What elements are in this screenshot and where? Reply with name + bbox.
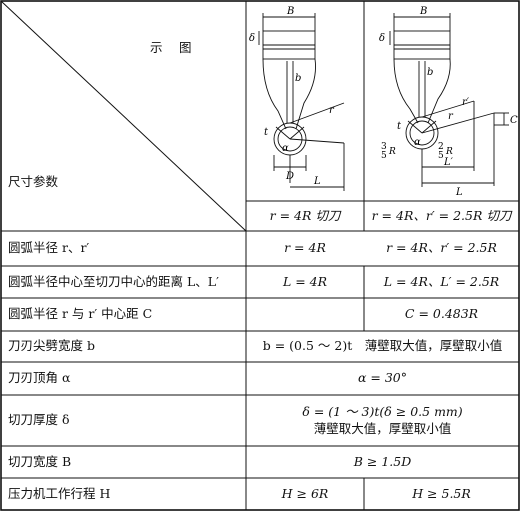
label-delta-2: δ bbox=[379, 33, 385, 44]
label-t: t bbox=[264, 127, 269, 138]
col2-title: r = 4R、r′ = 2.5R 切刀 bbox=[371, 207, 512, 223]
row-merged-value: δ = (1 ～ 3)t(δ ≥ 0.5 mm) 薄壁取大值，厚壁取小值 bbox=[246, 395, 519, 446]
label-B-2: B bbox=[419, 6, 427, 17]
label-three: 3 bbox=[381, 142, 387, 152]
cutter-diagram-2: B δ b r′ r t α C 3 5 R 2 5 R L′ L bbox=[379, 6, 518, 198]
row-col1-value bbox=[246, 298, 364, 331]
label-alpha: α bbox=[282, 143, 289, 154]
row-col2-value: r = 4R、r′ = 2.5R bbox=[386, 240, 497, 256]
label-two: 2 bbox=[438, 142, 444, 152]
row-col2-value: H ≥ 5.5R bbox=[412, 485, 471, 501]
label-b-2: b bbox=[427, 67, 433, 78]
label-b: b bbox=[295, 73, 301, 84]
label-R-right: R bbox=[445, 147, 453, 157]
label-R-left: R bbox=[388, 147, 396, 157]
row-merged-value: B ≥ 1.5D bbox=[353, 453, 412, 469]
header-diagonal bbox=[0, 0, 247, 232]
row-col2-value: C = 0.483R bbox=[404, 306, 479, 322]
label-D: D bbox=[285, 171, 294, 182]
label-r: r bbox=[329, 105, 335, 116]
row-param: 圆弧半径中心至切刀中心的距离 L、L′ bbox=[8, 273, 219, 289]
label-L-2: L bbox=[455, 187, 463, 198]
col1-title: r = 4R 切刀 bbox=[269, 207, 341, 223]
label-B: B bbox=[286, 6, 294, 17]
row-param: 圆弧半径 r、r′ bbox=[8, 240, 90, 256]
row-merged-value: α = 30° bbox=[357, 370, 408, 386]
row-col1-value: L = 4R bbox=[282, 273, 328, 289]
row-param: 切刀厚度 δ bbox=[8, 412, 70, 428]
label-L: L bbox=[313, 176, 321, 187]
label-delta: δ bbox=[249, 33, 255, 44]
row-col1-value: H ≥ 6R bbox=[281, 485, 329, 501]
diagram-header-label: 示 图 bbox=[150, 39, 194, 55]
cutter-diagram-1: B δ b r t α D L bbox=[249, 6, 345, 191]
row-param: 刀刃尖劈宽度 b bbox=[8, 338, 95, 354]
row-param: 刀刃顶角 α bbox=[8, 370, 71, 386]
label-r-prime: r′ bbox=[462, 97, 470, 108]
label-five-right: 5 bbox=[438, 151, 444, 161]
row-col2-value: L = 4R、L′ = 2.5R bbox=[383, 273, 500, 289]
row-param: 切刀宽度 B bbox=[8, 453, 72, 469]
merged-line-2: 薄壁取大值，厚壁取小值 bbox=[313, 420, 452, 436]
label-C: C bbox=[510, 115, 518, 126]
merged-line-1: δ = (1 ～ 3)t(δ ≥ 0.5 mm) bbox=[302, 403, 463, 419]
row-merged-value: b = (0.5 ～ 2)t 薄壁取大值，厚壁取小值 bbox=[262, 338, 503, 354]
label-t-2: t bbox=[397, 121, 402, 132]
label-L-prime: L′ bbox=[443, 157, 454, 168]
row-col1-value: r = 4R bbox=[284, 240, 326, 256]
label-alpha-2: α bbox=[414, 137, 421, 148]
param-header-label: 尺寸参数 bbox=[8, 173, 59, 189]
label-five: 5 bbox=[381, 151, 387, 161]
row-param: 压力机工作行程 H bbox=[8, 485, 111, 501]
row-param: 圆弧半径 r 与 r′ 中心距 C bbox=[8, 306, 153, 322]
label-r-2: r bbox=[448, 111, 454, 122]
